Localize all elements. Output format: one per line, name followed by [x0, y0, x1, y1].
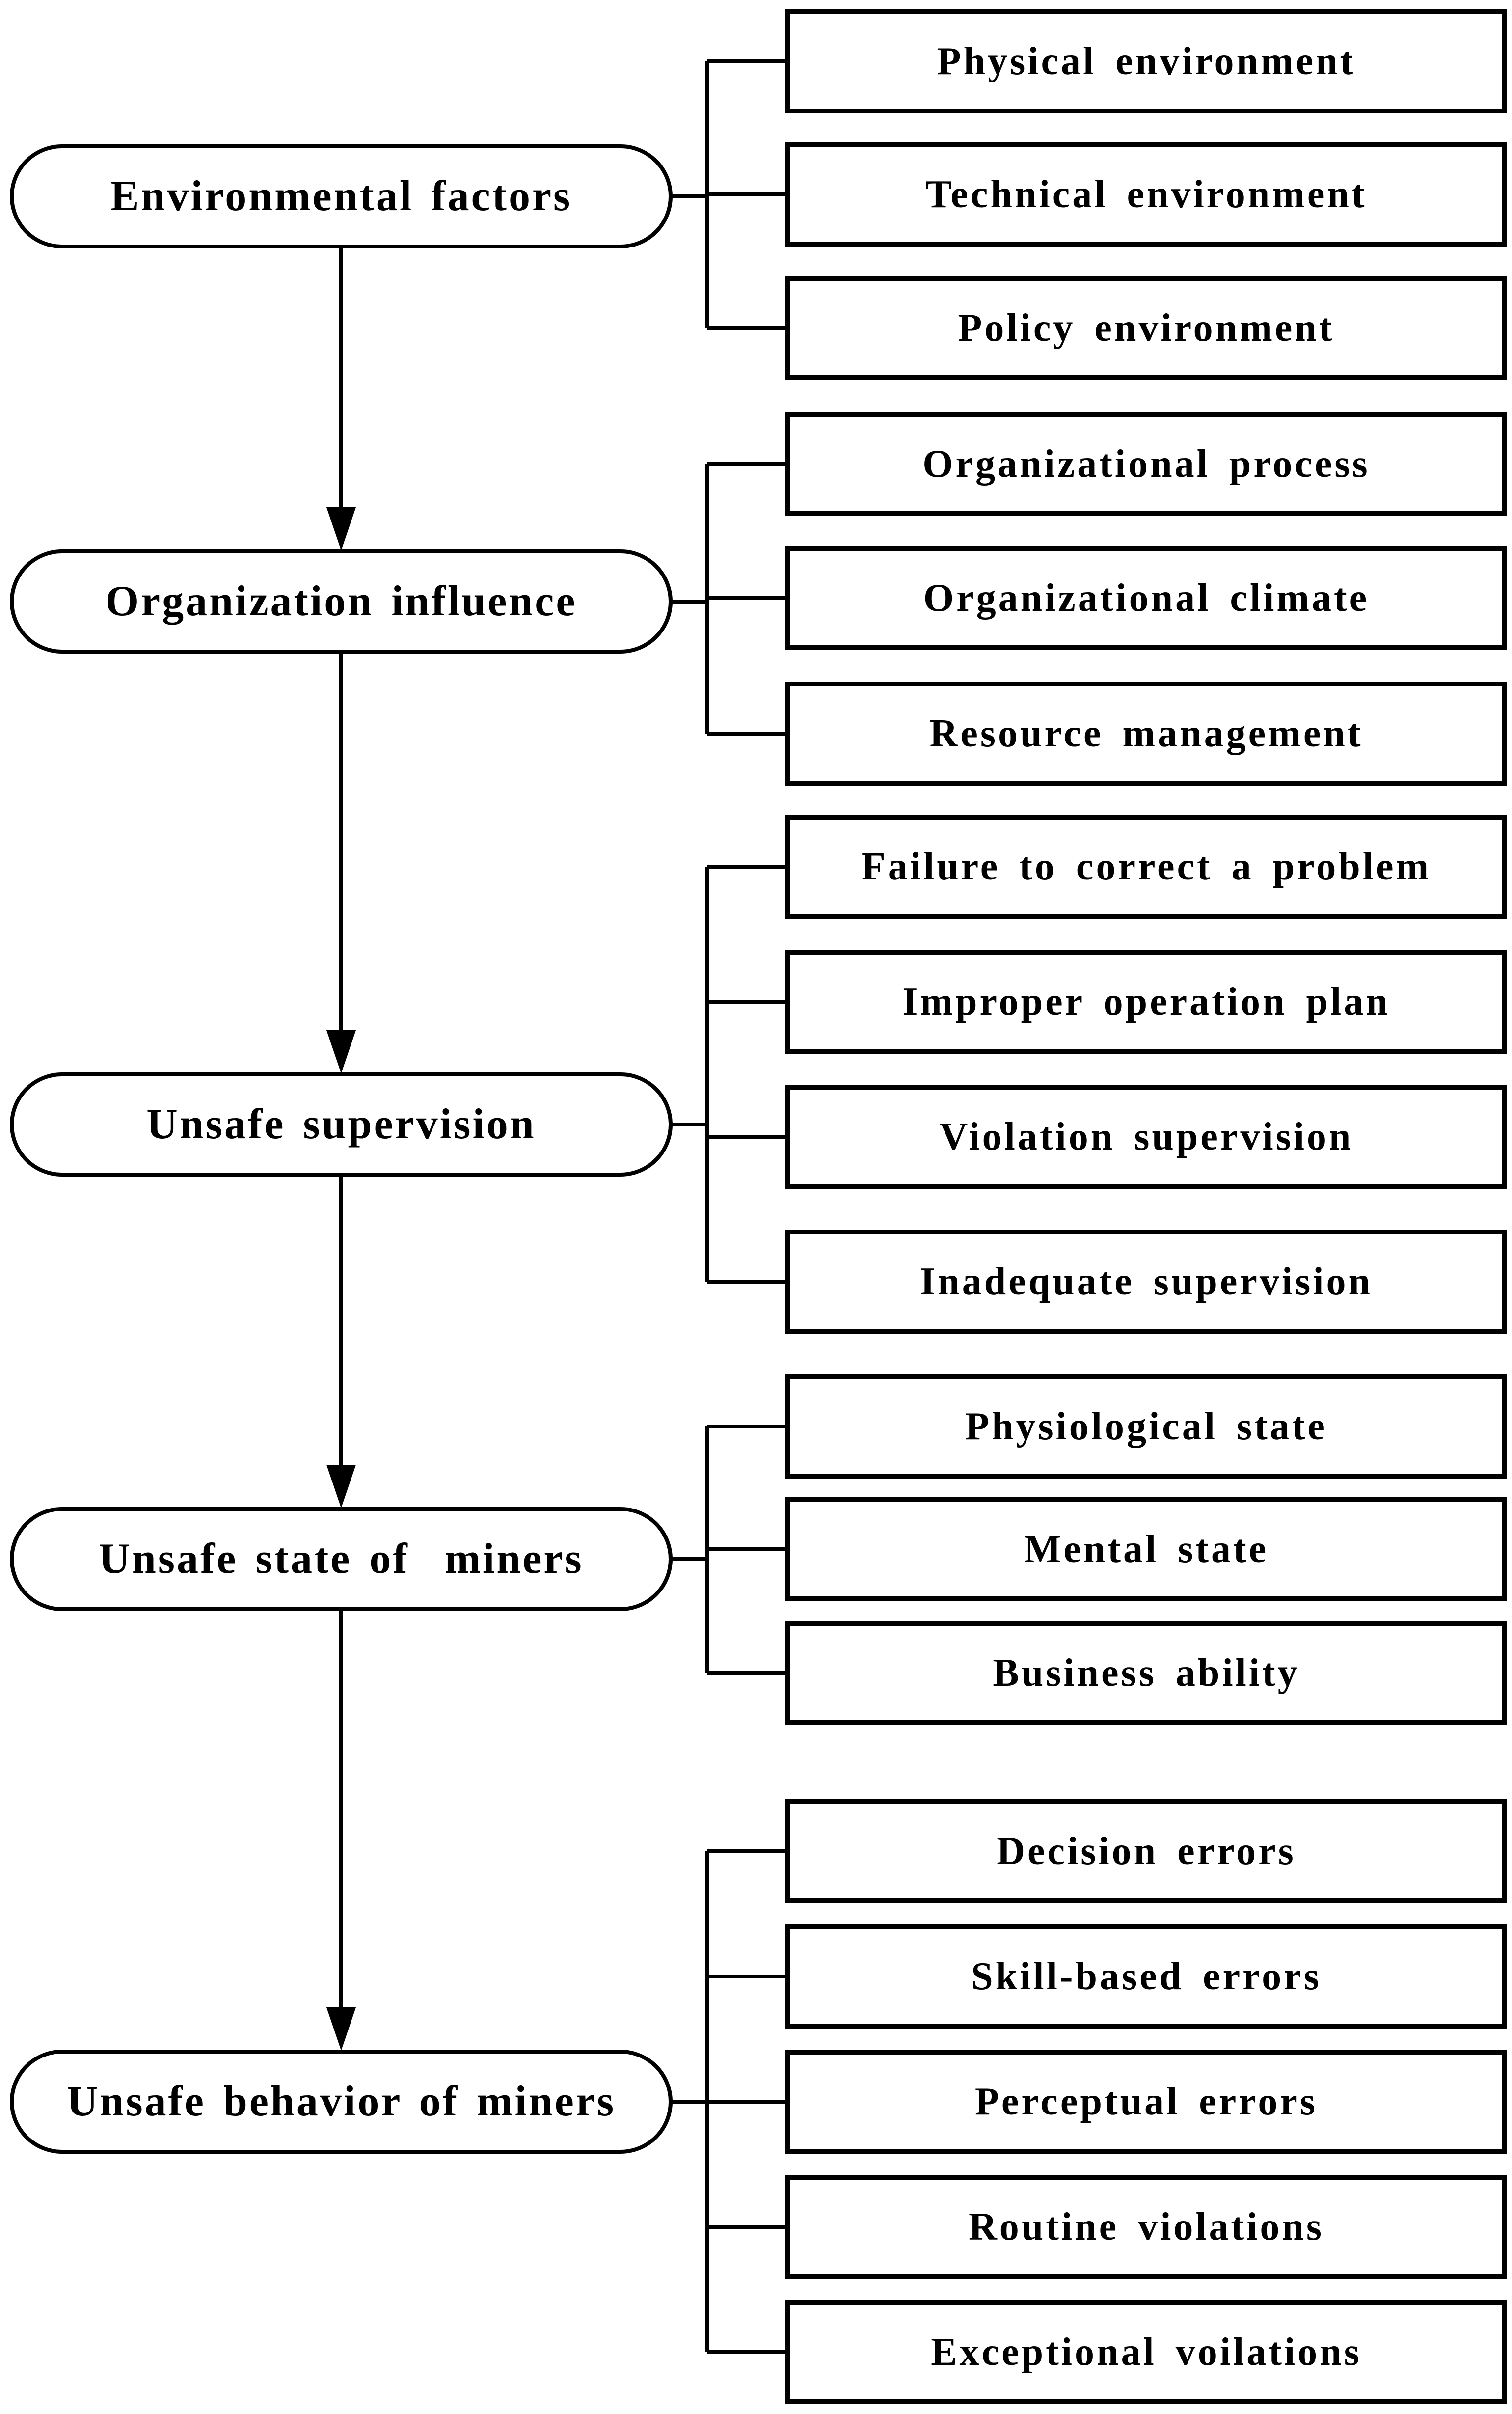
factor-box-3-2: Business ability	[785, 1621, 1507, 1725]
factor-box-4-2: Perceptual errors	[785, 2050, 1507, 2154]
level-node-4: Unsafe behavior of miners	[10, 2050, 673, 2154]
factor-box-label: Violation supervision	[939, 1115, 1353, 1158]
level-node-2: Unsafe supervision	[10, 1072, 673, 1177]
factor-box-label: Inadequate supervision	[920, 1260, 1373, 1303]
factor-box-label: Physical environment	[937, 40, 1356, 83]
factor-box-1-0: Organizational process	[785, 412, 1507, 516]
level-arrow-head	[326, 507, 356, 550]
factor-box-4-4: Exceptional voilations	[785, 2300, 1507, 2404]
factor-box-label: Organizational process	[922, 442, 1370, 486]
factor-box-1-2: Resource management	[785, 682, 1507, 786]
factor-box-label: Resource management	[929, 712, 1363, 755]
level-node-label: Unsafe state of miners	[99, 1535, 584, 1583]
factor-box-4-1: Skill-based errors	[785, 1924, 1507, 2029]
level-arrow-head	[326, 1030, 356, 1073]
factor-box-label: Decision errors	[997, 1830, 1296, 1873]
factor-box-label: Perceptual errors	[974, 2080, 1318, 2123]
factor-box-label: Improper operation plan	[902, 980, 1390, 1023]
factor-box-label: Physiological state	[965, 1405, 1327, 1448]
factor-box-label: Policy environment	[958, 306, 1335, 350]
factor-box-3-1: Mental state	[785, 1497, 1507, 1601]
level-node-label: Organization influence	[105, 577, 577, 625]
factor-box-4-3: Routine violations	[785, 2175, 1507, 2279]
factor-box-label: Skill-based errors	[971, 1955, 1322, 1998]
factor-box-2-3: Inadequate supervision	[785, 1230, 1507, 1334]
factor-box-2-0: Failure to correct a problem	[785, 815, 1507, 919]
level-node-label: Environmental factors	[110, 172, 572, 220]
factor-box-label: Business ability	[993, 1651, 1300, 1695]
factor-box-2-2: Violation supervision	[785, 1085, 1507, 1189]
factor-box-0-0: Physical environment	[785, 9, 1507, 113]
factor-box-label: Organizational climate	[923, 576, 1370, 620]
factor-box-label: Failure to correct a problem	[861, 845, 1431, 888]
level-node-0: Environmental factors	[10, 144, 673, 248]
factor-box-0-2: Policy environment	[785, 276, 1507, 380]
factor-box-4-0: Decision errors	[785, 1799, 1507, 1903]
factor-box-0-1: Technical environment	[785, 142, 1507, 247]
level-node-1: Organization influence	[10, 549, 673, 654]
factor-box-3-0: Physiological state	[785, 1374, 1507, 1479]
factor-box-label: Mental state	[1024, 1528, 1269, 1571]
level-arrow-head	[326, 1465, 356, 1508]
factor-box-2-1: Improper operation plan	[785, 950, 1507, 1054]
factor-box-label: Technical environment	[925, 173, 1367, 216]
level-node-label: Unsafe supervision	[146, 1100, 536, 1148]
factor-box-label: Exceptional voilations	[931, 2331, 1362, 2374]
level-arrow-head	[326, 2007, 356, 2051]
factor-box-1-1: Organizational climate	[785, 546, 1507, 650]
level-node-3: Unsafe state of miners	[10, 1507, 673, 1611]
level-node-label: Unsafe behavior of miners	[66, 2078, 616, 2125]
factor-box-label: Routine violations	[968, 2205, 1324, 2249]
